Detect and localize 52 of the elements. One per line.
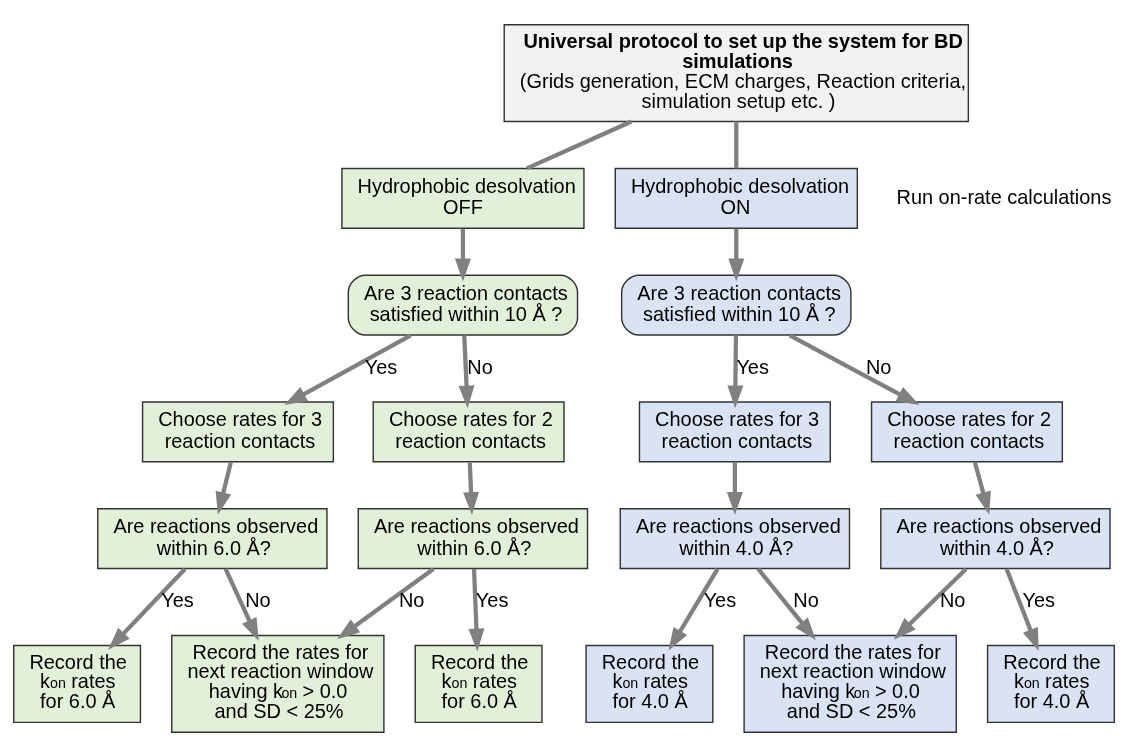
arrow: [215, 461, 233, 515]
arrow: [727, 334, 744, 408]
arrow: [788, 332, 920, 405]
arrow: [108, 566, 187, 650]
arrow: [454, 228, 471, 281]
node-box: Record the kon rates for 6.0 Å: [414, 644, 543, 723]
node-box: Are reactions observed within 4.0 Å?: [619, 507, 851, 569]
edge-label: No: [939, 588, 966, 611]
arrow: [726, 461, 743, 515]
arrow: [468, 568, 485, 651]
node-box: Choose rates for 2 reaction contacts: [372, 400, 565, 462]
arrow: [1004, 567, 1039, 651]
arrow: [972, 461, 991, 515]
arrow: [893, 566, 968, 640]
edge-label: No: [865, 355, 892, 378]
connector: [525, 119, 633, 170]
label: Run on-rate calculations: [896, 185, 1112, 208]
edge-label: Yes: [736, 355, 769, 378]
node-box: Are 3 reaction contacts satisfied within 10 Å ?: [347, 274, 579, 336]
node-box: Hydrophobic desolvation OFF: [341, 167, 585, 229]
arrow: [223, 567, 259, 641]
node-box: Hydrophobic desolvation ON: [614, 167, 858, 229]
edge-label: Yes: [475, 588, 509, 611]
edge-label: Yes: [703, 588, 737, 611]
edge-label: No: [245, 588, 271, 611]
edge-label: Yes: [161, 588, 194, 611]
node-box: Choose rates for 3 reaction contacts: [638, 400, 831, 462]
edge-label: No: [793, 588, 819, 611]
arrow: [668, 567, 720, 651]
arrow: [284, 332, 412, 405]
arrow: [728, 228, 745, 281]
arrow: [458, 334, 475, 408]
node-box: Choose rates for 3 reaction contacts: [141, 400, 335, 462]
node-box: Record the kon rates for 6.0 Å: [13, 644, 142, 723]
arrow: [463, 461, 480, 515]
node-box: Record the kon rates for 4.0 Å: [986, 644, 1115, 723]
arrow: [756, 567, 816, 640]
node-box: Record the rates for next reaction window having kon > 0.0 and SD < 25%: [171, 634, 385, 733]
edge-label: Yes: [1022, 588, 1056, 611]
node-box: Are reactions observed within 6.0 Å?: [97, 507, 328, 569]
node-box: Record the kon rates for 4.0 Å: [585, 644, 714, 723]
edge-label: No: [398, 588, 425, 611]
edge-label: Yes: [364, 355, 398, 378]
node-box: Universal protocol to set up the system for BD simulations (Grids generation, ECM charges, Reaction criteria, simulation setup etc. ): [503, 23, 970, 122]
node-box: Are reactions observed within 4.0 Å?: [880, 507, 1111, 569]
edge-label: No: [467, 355, 493, 378]
node-box: Choose rates for 2 reaction contacts: [870, 400, 1064, 462]
arrow: [336, 566, 435, 639]
node-box: Record the rates for next reaction window having kon > 0.0 and SD < 25%: [743, 634, 957, 733]
connector: [734, 121, 739, 168]
node-box: Are reactions observed within 6.0 Å?: [357, 507, 589, 569]
node-box: Are 3 reaction contacts satisfied within 10 Å ?: [620, 274, 852, 336]
